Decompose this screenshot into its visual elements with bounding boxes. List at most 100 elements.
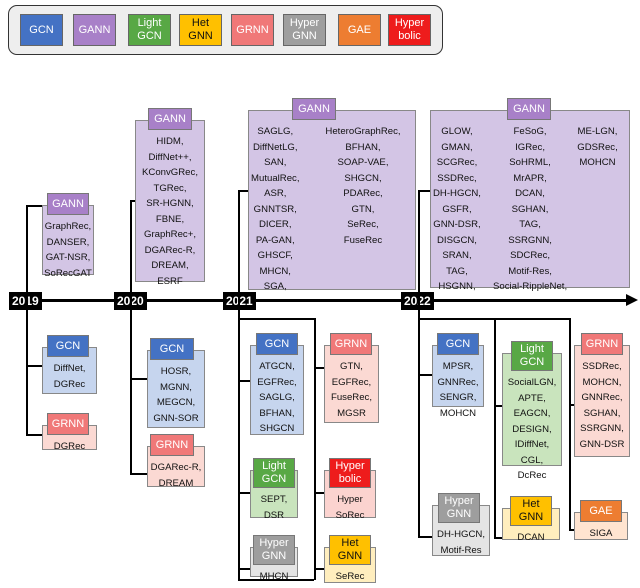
connector-line — [418, 190, 420, 537]
method-list: GLOW,GMAN,SCGRec,SSDRec,DH-HGCN,GSFR,GNN… — [433, 124, 481, 295]
box-2021-gann-tag: GANN — [292, 98, 336, 120]
method-name: DGRec — [53, 441, 86, 452]
method-name: SEPT, — [260, 494, 288, 505]
box-2022-grnn-tag: GRNN — [581, 333, 623, 355]
method-name: SoHRML, — [509, 157, 551, 168]
box-2020-grnn-tag: GRNN — [150, 434, 194, 456]
method-name: GNN-DSR — [579, 438, 625, 450]
method-name: DGRec — [53, 378, 86, 390]
method-name: DREAM — [158, 477, 194, 489]
connector-line — [494, 318, 496, 538]
box-2022-light: SocialLGN,APTE,EAGCN,DESIGN,IDiffNet,CGL… — [502, 353, 562, 481]
connector-line — [238, 492, 250, 494]
box-2022-gae-tag: GAE — [580, 500, 622, 522]
connector-line — [569, 404, 574, 406]
method-name: SHGCN, — [344, 172, 382, 184]
method-name: DH-HGCN, — [433, 188, 481, 199]
method-name: DiffNet++, — [148, 151, 192, 163]
method-list: SAGLG,DiffNetLG,SAN,MutualRec,ASR,GNNTSR… — [251, 124, 300, 295]
method-name: SAGLG, — [257, 126, 294, 137]
method-name: SSRGNN, — [508, 234, 552, 246]
method-list: HIDM,DiffNet++,KConvGRec,TGRec,SR-HGNN,F… — [136, 134, 204, 289]
method-name: GraphRec, — [44, 221, 92, 232]
box-2021-gcn-tag: GCN — [256, 333, 298, 355]
method-name: SGHAN, — [583, 407, 621, 419]
method-name: GraphRec+, — [144, 229, 196, 240]
method-list: MPSR,GNNRec,SENGR,MOHCN — [433, 359, 483, 421]
box-2022-hyper-tag: Hyper GNN — [438, 493, 480, 523]
method-list: SeRec — [325, 569, 375, 585]
method-name: EGFRec, — [331, 376, 372, 388]
method-name: GAT-NSR, — [45, 252, 91, 263]
method-name: FBNE, — [155, 213, 185, 225]
method-name: TGRec, — [153, 182, 187, 194]
method-name: Motif-Res — [440, 544, 482, 556]
method-name: MGSR — [337, 407, 366, 419]
box-2020-gann-tag: GANN — [148, 108, 192, 130]
method-name: SSDRec, — [582, 361, 622, 372]
method-name: GTN, — [340, 361, 363, 372]
legend-gae: GAE — [338, 14, 381, 46]
box-2022-gann: GLOW,GMAN,SCGRec,SSDRec,DH-HGCN,GSFR,GNN… — [430, 110, 630, 292]
method-name: MOHCN, — [582, 376, 622, 388]
box-2021-grnn: GTN,EGFRec,FuseRec,MGSR — [324, 345, 379, 423]
method-name: MHCN — [259, 571, 289, 582]
connector-line — [238, 579, 314, 581]
method-name: DANSER, — [46, 236, 90, 248]
legend-gann: GANN — [73, 14, 116, 46]
method-name: DESIGN, — [512, 423, 552, 435]
method-name: SAGLG, — [259, 392, 295, 403]
method-list: GraphRec, DANSER, GAT-NSR, SoRecGAT — [43, 219, 93, 281]
method-name: DiffNet, — [53, 363, 86, 374]
method-name: DREAM, — [151, 260, 189, 271]
method-name: DCAN — [517, 532, 545, 543]
method-name: SGHAN, — [511, 203, 549, 215]
connector-line — [26, 205, 42, 207]
method-name: PA-GAN, — [255, 234, 295, 246]
method-name: HSGNN, — [438, 281, 476, 292]
box-2022-light-tag: Light GCN — [511, 341, 553, 371]
box-2019-gann: GraphRec, DANSER, GAT-NSR, SoRecGAT — [42, 205, 94, 279]
method-name: TAG, — [519, 219, 541, 230]
method-name: SHGCN — [259, 423, 295, 434]
method-name: SoRecGAT — [44, 267, 92, 279]
method-name: FeSoG, — [513, 126, 547, 137]
method-name: SAN, — [264, 157, 287, 168]
legend-hetgnn: Het GNN — [179, 14, 222, 46]
method-name: DGARec-R, — [144, 244, 196, 256]
box-2021-gcn: ATGCN,EGFRec,SAGLG,BFHAN,SHGCN — [250, 345, 304, 435]
timeline-arrowhead — [626, 294, 638, 306]
method-name: SIGA — [589, 528, 613, 539]
box-2022-het-tag: Het GNN — [510, 496, 552, 526]
legend-gcn: GCN — [20, 14, 63, 46]
method-name: CGL, — [520, 454, 544, 466]
method-name: SRAN, — [442, 250, 472, 261]
method-list: DGARec-R,DREAM — [148, 460, 204, 491]
legend-hypergnn: Hyper GNN — [283, 14, 326, 46]
method-name: KConvGRec, — [142, 167, 198, 178]
method-name: SeRec — [335, 571, 365, 582]
method-name: GNN-SOR — [153, 412, 199, 424]
connector-line — [26, 434, 42, 436]
box-2020-gann: HIDM,DiffNet++,KConvGRec,TGRec,SR-HGNN,F… — [135, 120, 205, 287]
method-name: GLOW, — [441, 126, 473, 137]
year-2022: 2022 — [401, 292, 434, 310]
method-name: Social-RippleNet, — [493, 281, 568, 292]
method-name: ESRF — [157, 275, 183, 287]
method-name: GDSRec, — [577, 141, 618, 153]
method-name: ASR, — [264, 188, 287, 199]
connector-line — [130, 378, 147, 380]
box-2022-grnn: SSDRec,MOHCN,GNNRec,SGHAN,SSRGNN,GNN-DSR — [574, 345, 630, 457]
method-name: DICER, — [259, 219, 292, 230]
method-name: SR-HGNN, — [146, 198, 194, 209]
method-list: HeteroGraphRec,BFHAN,SOAP-VAE,SHGCN,PDAR… — [313, 124, 413, 248]
method-list: DGRec — [43, 439, 96, 455]
connector-line — [494, 537, 502, 539]
connector-line — [130, 200, 132, 474]
year-2019: 2019 — [9, 292, 42, 310]
method-name: MrAPR, — [513, 172, 547, 184]
method-name: DiffNetLG, — [252, 141, 298, 153]
method-name: MOHCN — [439, 407, 477, 419]
method-name: GHSCF, — [257, 250, 293, 261]
method-list: FeSoG,IGRec,SoHRML,MrAPR,DCAN,SGHAN,TAG,… — [493, 124, 567, 295]
